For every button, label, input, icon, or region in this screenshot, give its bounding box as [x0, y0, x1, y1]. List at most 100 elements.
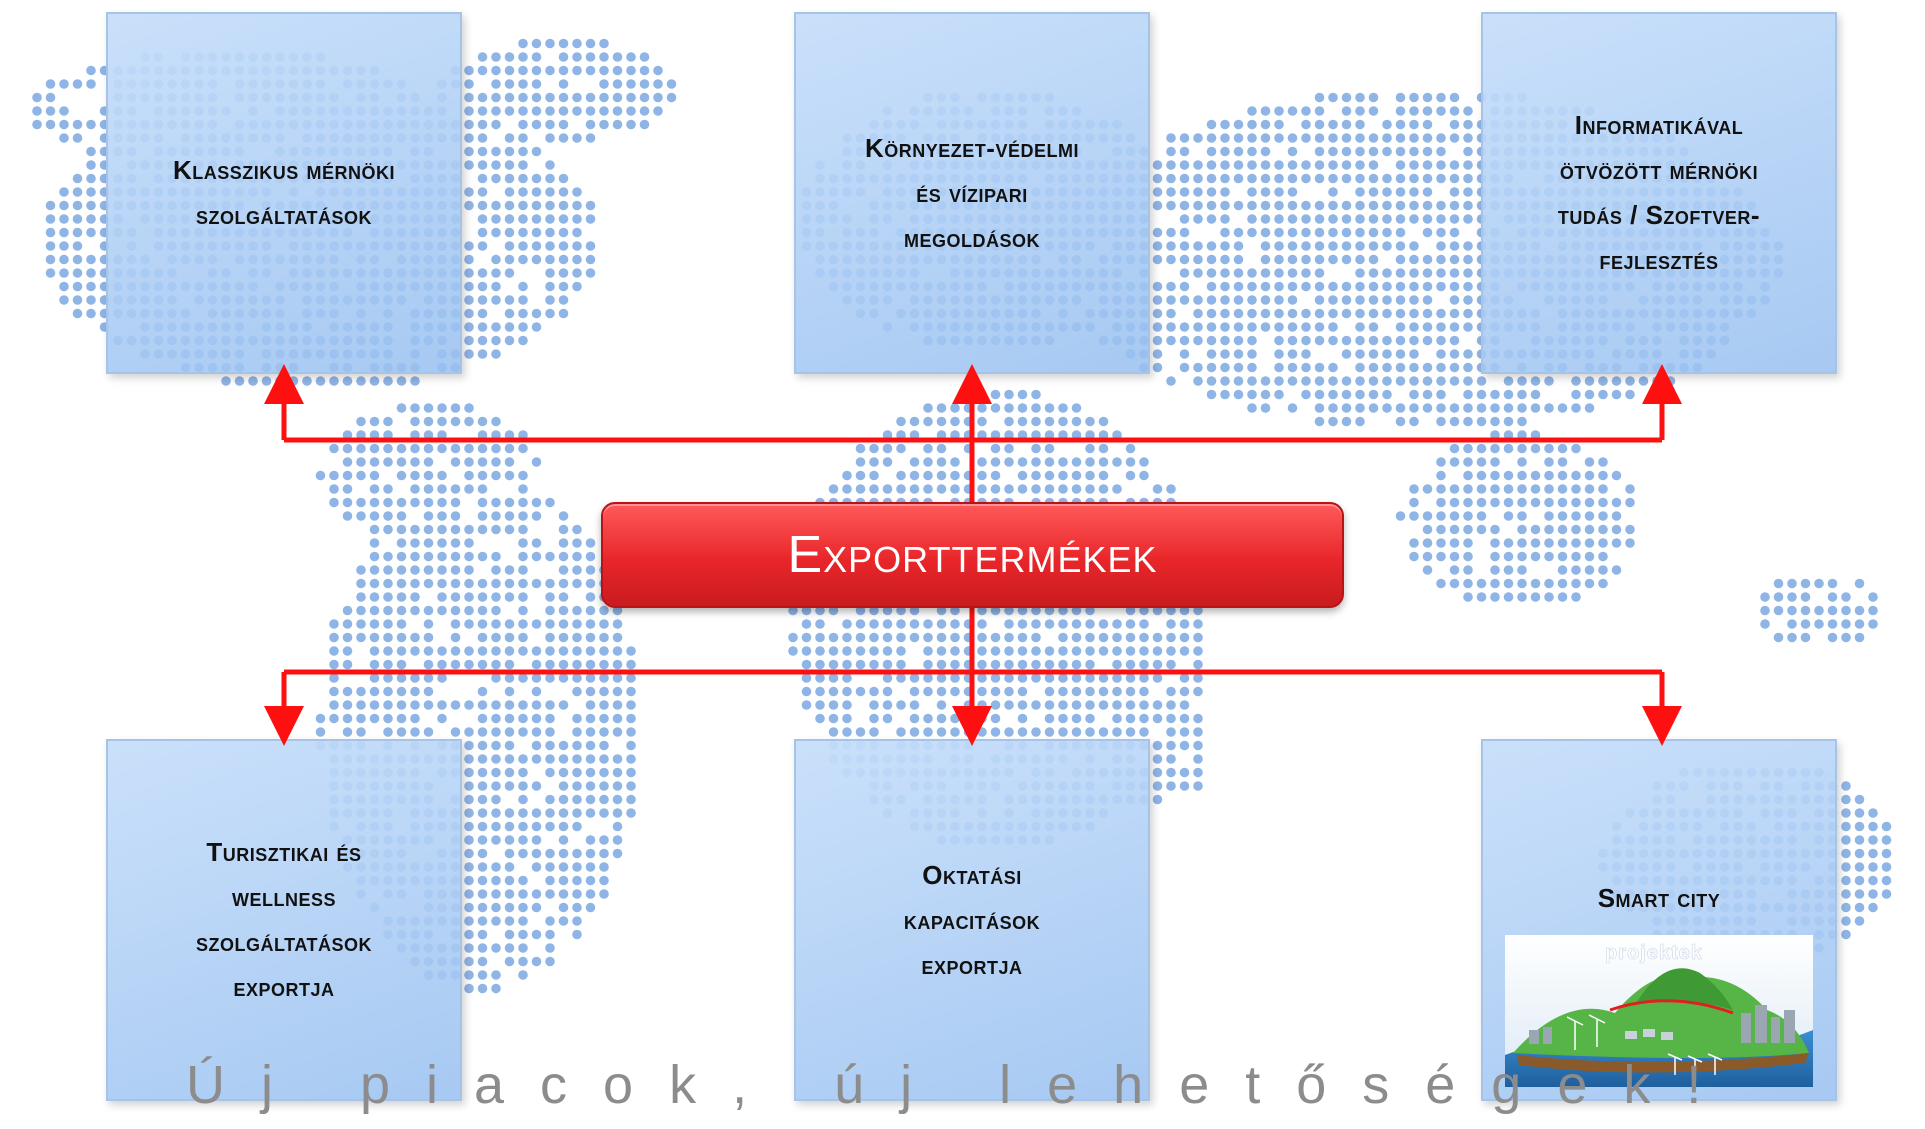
map-dot: [1557, 484, 1568, 494]
map-dot: [801, 659, 812, 670]
map-dot: [1395, 214, 1406, 224]
map-dot: [491, 65, 501, 76]
map-dot: [1422, 524, 1433, 535]
map-dot: [1422, 268, 1433, 278]
map-dot: [1314, 146, 1325, 157]
map-dot: [1355, 308, 1365, 319]
map-dot: [72, 254, 83, 265]
map-dot: [855, 632, 866, 643]
map-dot: [1571, 497, 1581, 508]
map-dot: [1058, 416, 1068, 427]
map-dot: [1179, 619, 1190, 629]
map-dot: [1841, 889, 1851, 899]
map-dot: [1476, 524, 1487, 535]
map-dot: [572, 794, 582, 805]
map-dot: [1139, 619, 1149, 629]
map-dot: [977, 727, 987, 737]
map-dot: [1517, 457, 1527, 467]
map-dot: [869, 632, 879, 643]
smart-city-illustration: projektek: [1505, 935, 1813, 1087]
map-dot: [1341, 308, 1352, 319]
map-dot: [1301, 214, 1311, 224]
map-dot: [585, 848, 596, 859]
map-dot: [329, 673, 339, 683]
map-dot: [477, 349, 488, 359]
smart-city-title: Smart city: [1597, 883, 1721, 913]
map-dot: [1557, 443, 1568, 454]
map-dot: [855, 470, 866, 481]
map-dot: [936, 484, 947, 494]
map-dot: [234, 376, 245, 386]
map-dot: [1179, 146, 1190, 157]
map-dot: [1233, 322, 1244, 332]
map-dot: [1314, 92, 1325, 103]
map-dot: [518, 92, 528, 103]
map-dot: [1422, 133, 1433, 143]
map-dot: [1436, 551, 1446, 562]
map-dot: [936, 403, 947, 413]
map-dot: [1868, 619, 1878, 629]
map-dot: [1044, 443, 1055, 454]
map-dot: [518, 200, 528, 211]
map-dot: [990, 389, 1001, 400]
map-dot: [936, 470, 947, 481]
map-dot: [1071, 713, 1082, 724]
map-dot: [1206, 241, 1217, 251]
map-dot: [518, 335, 528, 346]
map-dot: [1031, 403, 1041, 413]
map-dot: [1287, 335, 1298, 346]
map-dot: [477, 902, 488, 913]
map-dot: [369, 700, 380, 710]
map-dot: [1044, 713, 1055, 724]
map-dot: [477, 322, 488, 332]
map-dot: [396, 659, 407, 670]
map-dot: [504, 92, 515, 103]
map-dot: [504, 956, 515, 967]
map-dot: [1449, 160, 1460, 170]
map-dot: [477, 281, 488, 292]
map-dot: [464, 160, 474, 170]
map-dot: [369, 713, 380, 724]
map-dot: [464, 403, 474, 413]
map-dot: [572, 52, 582, 62]
map-dot: [437, 646, 447, 656]
map-dot: [1206, 281, 1217, 292]
map-dot: [464, 470, 474, 481]
map-dot: [369, 686, 380, 697]
map-dot: [612, 119, 623, 130]
map-dot: [1071, 700, 1082, 710]
map-dot: [1571, 578, 1581, 589]
map-dot: [1071, 727, 1082, 737]
map-dot: [464, 322, 474, 332]
map-dot: [72, 241, 83, 251]
map-dot: [585, 592, 596, 602]
map-dot: [477, 187, 488, 197]
map-dot: [558, 551, 569, 562]
map-dot: [585, 902, 596, 913]
map-dot: [504, 835, 515, 845]
map-dot: [1193, 362, 1203, 373]
map-dot: [1341, 403, 1352, 413]
map-dot: [1314, 389, 1325, 400]
map-dot: [491, 52, 501, 62]
map-dot: [990, 632, 1001, 643]
map-dot: [1544, 592, 1554, 602]
map-dot: [1395, 335, 1406, 346]
map-dot: [599, 686, 609, 697]
map-dot: [1274, 389, 1284, 400]
map-dot: [1598, 578, 1608, 589]
map-dot: [572, 781, 582, 791]
map-dot: [1260, 403, 1271, 413]
map-dot: [828, 700, 839, 710]
map-dot: [585, 700, 596, 710]
map-dot: [1017, 416, 1028, 427]
map-dot: [950, 403, 960, 413]
map-dot: [1652, 376, 1662, 386]
map-dot: [329, 443, 339, 454]
map-dot: [531, 457, 542, 467]
map-dot: [1827, 632, 1838, 643]
map-dot: [1557, 551, 1568, 562]
map-dot: [1179, 362, 1190, 373]
map-dot: [558, 187, 569, 197]
map-dot: [909, 605, 920, 616]
